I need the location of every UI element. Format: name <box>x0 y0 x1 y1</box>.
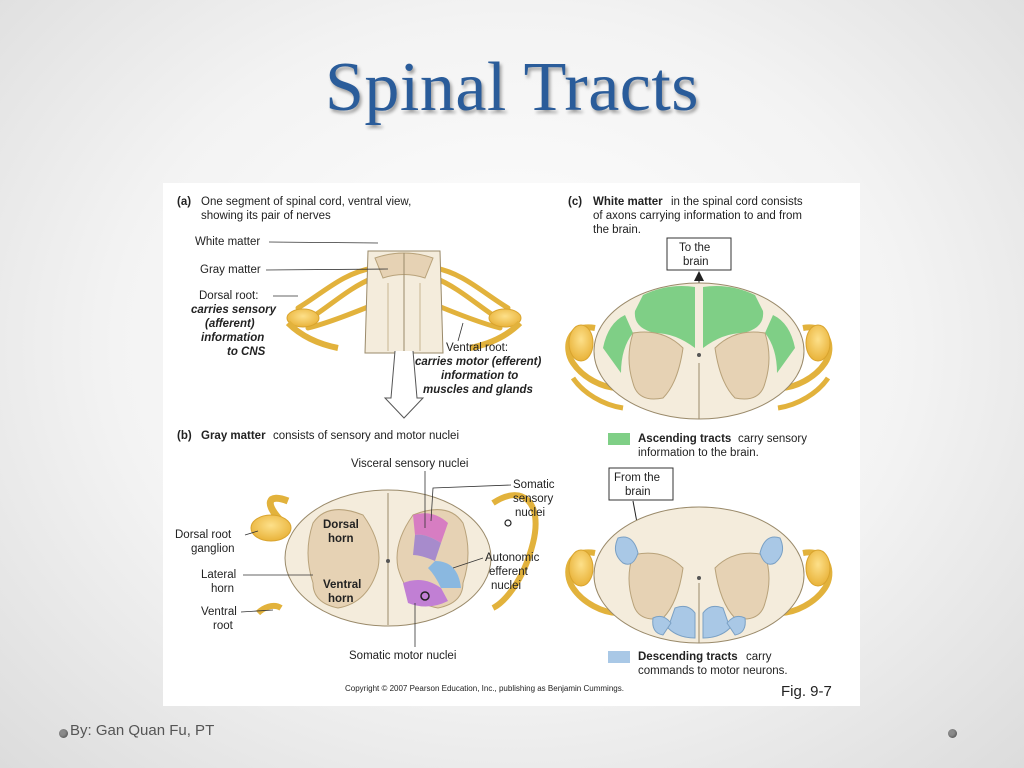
label-asc-bold: Ascending tracts <box>638 433 731 445</box>
visceral-sensory-nuclei-region <box>413 534 441 561</box>
label-lateral-horn-2: horn <box>211 583 234 595</box>
label-somatic-motor: Somatic motor nuclei <box>349 650 456 662</box>
label-desc-rest-2: commands to motor neurons. <box>638 665 788 677</box>
panel-c-caption-rest-3: the brain. <box>593 224 641 236</box>
label-somatic-sensory-3: nuclei <box>515 507 545 519</box>
label-white-matter: White matter <box>195 236 260 248</box>
label-somatic-sensory-1: Somatic <box>513 479 555 491</box>
autonomic-nuclei-region <box>428 561 461 588</box>
somatic-sensory-nuclei-region <box>413 513 448 543</box>
panel-b: (b) Gray matter consists of sensory and … <box>175 430 555 662</box>
footer-bullet-right <box>948 729 957 738</box>
label-desc-rest-1: carry <box>746 651 772 663</box>
label-dorsal-desc-2: (afferent) <box>205 318 255 330</box>
label-dorsal-ganglion-1: Dorsal root <box>175 529 232 541</box>
label-ventral-horn-1: Ventral <box>323 579 361 591</box>
label-ventral-root-b-1: Ventral <box>201 606 237 618</box>
panel-c-caption-rest-1: in the spinal cord consists <box>671 196 803 208</box>
slide-title: Spinal Tracts <box>324 49 700 126</box>
label-dorsal-desc-1: carries sensory <box>191 304 277 316</box>
slide-footer: By: Gan Quan Fu, PT <box>70 722 215 739</box>
descending-tract-right <box>759 536 784 565</box>
label-ventral-root: Ventral root: <box>446 342 508 354</box>
label-dorsal-horn-2: horn <box>328 533 354 545</box>
label-dorsal-ganglion-2: ganglion <box>191 543 234 555</box>
label-ventral-desc-2: information to <box>441 370 518 382</box>
panel-a-right-ganglion <box>488 308 522 328</box>
label-autonomic-3: nuclei <box>491 580 521 592</box>
panel-a-letter: (a) <box>177 196 191 208</box>
label-visceral-sensory: Visceral sensory nuclei <box>351 458 468 470</box>
label-asc-rest-1: carry sensory <box>738 433 807 445</box>
panel-c: (c) White matter in the spinal cord cons… <box>565 196 833 677</box>
label-ventral-horn-2: horn <box>328 593 354 605</box>
label-dorsal-root: Dorsal root: <box>199 290 258 302</box>
label-from-brain-1: From the <box>614 472 660 484</box>
panel-c-letter: (c) <box>568 196 582 208</box>
descending-tract-left <box>614 536 639 565</box>
spinal-cord-figure: (a) One segment of spinal cord, ventral … <box>175 196 833 700</box>
to-brain-box <box>666 237 732 271</box>
panel-b-letter: (b) <box>177 430 192 442</box>
footer-bullet-left <box>59 729 68 738</box>
panel-b-caption-rest: consists of sensory and motor nuclei <box>273 430 459 442</box>
panel-c-caption-rest-2: of axons carrying information to and fro… <box>593 210 802 222</box>
panel-a-left-ganglion <box>286 308 320 328</box>
from-brain-box <box>608 467 674 501</box>
descending-legend-swatch <box>608 651 630 663</box>
label-dorsal-desc-3: information <box>201 332 264 344</box>
label-dorsal-desc-4: to CNS <box>227 346 266 358</box>
panel-c-caption-bold: White matter <box>593 196 663 208</box>
label-dorsal-horn-1: Dorsal <box>323 519 359 531</box>
panel-a-caption-line1: One segment of spinal cord, ventral view… <box>201 196 411 208</box>
label-from-brain-2: brain <box>625 486 651 498</box>
label-ventral-root-b-2: root <box>213 620 234 632</box>
label-autonomic-1: Autonomic <box>485 552 540 564</box>
label-ventral-desc-1: carries motor (efferent) <box>415 356 541 368</box>
figure-number: Fig. 9-7 <box>781 683 832 700</box>
copyright-text: Copyright © 2007 Pearson Education, Inc.… <box>345 684 624 693</box>
label-to-brain-1: To the <box>679 242 710 254</box>
label-autonomic-2: efferent <box>489 566 529 578</box>
label-asc-rest-2: information to the brain. <box>638 447 759 459</box>
label-to-brain-2: brain <box>683 256 709 268</box>
panel-a: (a) One segment of spinal cord, ventral … <box>177 196 541 419</box>
label-lateral-horn-1: Lateral <box>201 569 236 581</box>
label-ventral-desc-3: muscles and glands <box>423 384 533 396</box>
ascending-legend-swatch <box>608 433 630 445</box>
panel-a-section-arrow <box>383 350 425 419</box>
label-gray-matter: Gray matter <box>200 264 261 276</box>
panel-b-caption-bold: Gray matter <box>201 430 266 442</box>
panel-a-caption-line2: showing its pair of nerves <box>201 210 331 222</box>
panel-b-dorsal-root-ganglion <box>250 514 292 542</box>
figure-panel: (a) One segment of spinal cord, ventral … <box>163 183 860 706</box>
panel-b-left-gray-matter <box>307 509 380 609</box>
ascending-tract-right <box>703 286 764 348</box>
label-somatic-sensory-2: sensory <box>513 493 554 505</box>
somatic-motor-nuclei-region <box>403 579 448 607</box>
ascending-tract-left <box>634 286 695 348</box>
label-desc-bold: Descending tracts <box>638 651 738 663</box>
